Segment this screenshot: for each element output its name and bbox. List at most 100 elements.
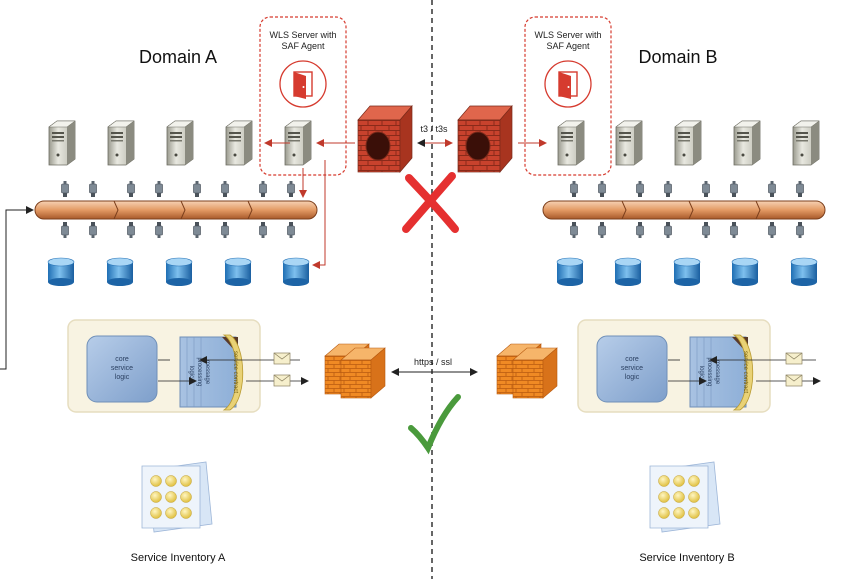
https-connection-label: https / ssl <box>414 357 452 367</box>
server-icon <box>166 120 194 166</box>
core-label-line3: logic <box>115 374 130 381</box>
bus-connector-icon <box>702 180 710 198</box>
bus-connector-icon <box>259 221 267 239</box>
firewall-icon <box>340 347 386 399</box>
server-icon <box>615 120 643 166</box>
bus-connector-icon <box>287 180 295 198</box>
envelope-icon <box>273 374 291 387</box>
brick-firewall-b <box>457 105 513 173</box>
firewall-b <box>496 343 558 399</box>
envelope-icon <box>785 352 803 365</box>
bus-connector-icon <box>768 180 776 198</box>
service-component-b: core service logic message processing lo… <box>577 319 821 413</box>
bus-connector-icon <box>598 221 606 239</box>
bus-connector-icon <box>193 180 201 198</box>
databases-domain-b <box>556 257 818 287</box>
service-contract-label: service contract <box>742 351 748 393</box>
database-icon <box>224 257 252 287</box>
bus-connector-icon <box>221 180 229 198</box>
service-inventory-b-icon <box>649 461 721 533</box>
firewall-a <box>324 343 386 399</box>
server-icon <box>48 120 76 166</box>
server-icon <box>674 120 702 166</box>
processing-label-line2: processing <box>706 357 712 386</box>
domain-b-title: Domain B <box>638 47 717 67</box>
processing-label-line1: message <box>204 360 210 385</box>
core-label-line2: service <box>111 365 133 372</box>
database-icon <box>282 257 310 287</box>
cross-icon <box>402 172 459 233</box>
message-processing-logic <box>689 336 747 408</box>
database-icon <box>673 257 701 287</box>
service-bus-b <box>542 200 826 220</box>
service-component-a: core service logic message processing lo… <box>67 319 309 413</box>
bus-connector-icon <box>155 221 163 239</box>
firewall-icon <box>512 347 558 399</box>
exit-door-icon <box>279 60 327 108</box>
servers-domain-b <box>557 120 820 166</box>
database-icon <box>556 257 584 287</box>
t3-connection-label: t3 / t3s <box>420 124 448 134</box>
bus-connector-icon <box>193 221 201 239</box>
processing-label-line2: processing <box>196 357 202 386</box>
bus-connector-icon <box>61 180 69 198</box>
bus-connector-icon <box>730 221 738 239</box>
message-processing-logic <box>179 336 237 408</box>
core-label-line1: core <box>625 356 639 363</box>
bus-connector-icon <box>287 221 295 239</box>
database-icon <box>47 257 75 287</box>
database-icon <box>165 257 193 287</box>
server-icon <box>792 120 820 166</box>
saf-agent-box-b: WLS Server with SAF Agent <box>524 16 612 176</box>
feedback-connector <box>0 206 34 370</box>
envelope-icon <box>785 374 803 387</box>
bus-connector-icon <box>598 180 606 198</box>
bus-connector-icon <box>636 221 644 239</box>
bus-connector-icon <box>796 180 804 198</box>
bus-connector-icon <box>127 180 135 198</box>
bus-connector-icon <box>221 221 229 239</box>
bus-connector-icon <box>636 180 644 198</box>
core-label-line2: service <box>621 365 643 372</box>
envelope-icon <box>273 352 291 365</box>
brick-firewall-a <box>357 105 413 173</box>
bus-connector-icon <box>702 221 710 239</box>
database-icon <box>790 257 818 287</box>
service-bus-a <box>34 200 318 220</box>
server-icon <box>733 120 761 166</box>
domain-a-title: Domain A <box>139 47 217 67</box>
databases-domain-a <box>47 257 310 287</box>
bus-connector-icon <box>664 221 672 239</box>
saf-flow-arrows-a <box>264 139 355 269</box>
core-service-logic <box>596 335 668 403</box>
bus-connector-icon <box>768 221 776 239</box>
bus-connector-icon <box>89 221 97 239</box>
saf-box-b-line2: SAF Agent <box>546 41 590 51</box>
processing-label-line3: logic <box>188 366 194 378</box>
saf-box-a-line2: SAF Agent <box>281 41 325 51</box>
exit-door-icon <box>544 60 592 108</box>
service-inventory-b-label: Service Inventory B <box>639 552 734 564</box>
database-icon <box>106 257 134 287</box>
server-icon <box>225 120 253 166</box>
service-inventory-a-icon <box>141 461 213 533</box>
server-icon <box>107 120 135 166</box>
saf-box-a-line1: WLS Server with <box>269 30 336 40</box>
bus-connector-icon <box>127 221 135 239</box>
bus-connector-icon <box>796 221 804 239</box>
service-contract-label: service contract <box>232 351 238 393</box>
core-label-line3: logic <box>625 374 640 381</box>
processing-label-line3: logic <box>698 366 704 378</box>
saf-box-b-line1: WLS Server with <box>534 30 601 40</box>
core-service-logic <box>86 335 158 403</box>
bus-connector-icon <box>664 180 672 198</box>
core-label-line1: core <box>115 356 129 363</box>
bus-connector-icon <box>570 221 578 239</box>
database-icon <box>731 257 759 287</box>
bus-connector-icon <box>89 180 97 198</box>
server-icon <box>557 120 585 166</box>
bus-connector-icon <box>259 180 267 198</box>
bus-connector-icon <box>61 221 69 239</box>
bus-connector-icon <box>570 180 578 198</box>
